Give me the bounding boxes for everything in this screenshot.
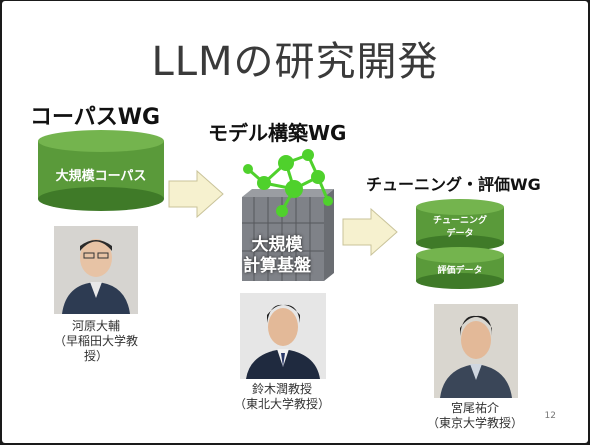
kawahara-photo bbox=[54, 226, 138, 314]
miyao-caption: 宮尾祐介 （東京大学教授） bbox=[422, 401, 528, 431]
tuning-data-line2: データ bbox=[446, 229, 474, 239]
flow-arrow-2 bbox=[341, 207, 399, 261]
suzuki-caption: 鈴木潤教授 （東北大学教授） bbox=[230, 382, 334, 412]
miyao-name: 宮尾祐介 bbox=[450, 401, 499, 415]
tuning-wg-heading: チューニング・評価WG bbox=[366, 175, 541, 194]
compute-label-line2: 計算基盤 bbox=[243, 256, 311, 276]
model-wg-heading: モデル構築WG bbox=[208, 121, 347, 145]
suzuki-affiliation: （東北大学教授） bbox=[233, 397, 330, 411]
miyao-photo bbox=[434, 304, 518, 398]
compute-label: 大規模 計算基盤 bbox=[232, 235, 322, 277]
corpus-cylinder: 大規模コーパス bbox=[36, 129, 166, 213]
compute-label-line1: 大規模 bbox=[251, 235, 303, 255]
tuning-data-label: チューニング データ bbox=[414, 215, 506, 241]
tuning-cylinder-stack: チューニング データ 評価データ bbox=[414, 197, 506, 291]
miyao-affiliation: （東京大学教授） bbox=[426, 416, 523, 430]
slide-title: LLMの研究開発 bbox=[151, 39, 439, 85]
tuning-data-line1: チューニング bbox=[432, 216, 487, 226]
corpus-wg-heading: コーパスWG bbox=[30, 105, 161, 130]
flow-arrow-1 bbox=[167, 169, 225, 223]
page-number: 12 bbox=[544, 411, 556, 421]
suzuki-name: 鈴木潤教授 bbox=[251, 382, 312, 396]
compute-cluster: 大規模 計算基盤 bbox=[224, 143, 344, 285]
kawahara-affiliation: （早稲田大学教授） bbox=[53, 334, 138, 363]
corpus-cylinder-label: 大規模コーパス bbox=[55, 169, 147, 184]
eval-data-label: 評価データ bbox=[437, 266, 483, 276]
suzuki-photo bbox=[240, 293, 326, 379]
kawahara-caption: 河原大輔 （早稲田大学教授） bbox=[46, 319, 146, 364]
kawahara-name: 河原大輔 bbox=[71, 319, 120, 333]
